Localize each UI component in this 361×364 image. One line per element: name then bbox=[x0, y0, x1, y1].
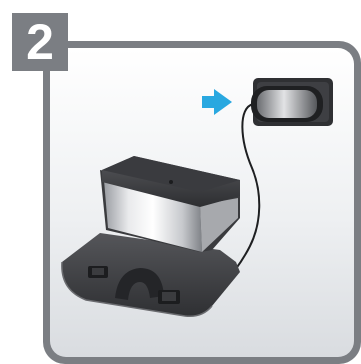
right-arrow-icon bbox=[202, 89, 232, 115]
power-adapter-icon bbox=[251, 78, 333, 126]
charging-dock-icon bbox=[62, 156, 240, 316]
